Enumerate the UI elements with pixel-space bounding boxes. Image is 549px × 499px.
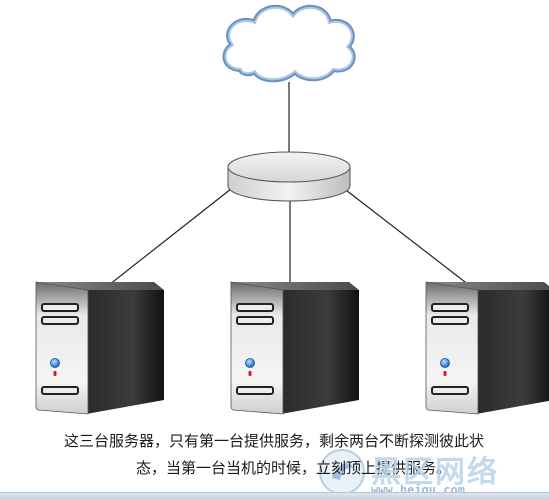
edge-router-server1 bbox=[99, 184, 237, 293]
watermark: 黑区网络 www.heiqu.com bbox=[299, 443, 549, 499]
cloud-icon bbox=[222, 5, 356, 83]
caption-line-1: 这三台服务器，只有第一台提供服务，剩余两台不断探测彼此状 bbox=[64, 432, 485, 450]
caption: 这三台服务器，只有第一台提供服务，剩余两台不断探测彼此状 态，当第一台当机的时候… bbox=[64, 428, 524, 482]
bottom-scroll-strip bbox=[0, 492, 549, 499]
caption-line-2: 态，当第一台当机的时候，立刻顶上提供服务。 bbox=[136, 459, 452, 477]
router-disk-icon bbox=[227, 151, 351, 202]
server-icon-1 bbox=[35, 281, 165, 415]
server-icon-3 bbox=[425, 281, 549, 415]
server-icon-2 bbox=[230, 281, 360, 415]
watermark-logo-icon bbox=[319, 449, 365, 495]
watermark-brand: 黑区网络 bbox=[371, 455, 499, 490]
edge-router-server3 bbox=[341, 186, 479, 293]
